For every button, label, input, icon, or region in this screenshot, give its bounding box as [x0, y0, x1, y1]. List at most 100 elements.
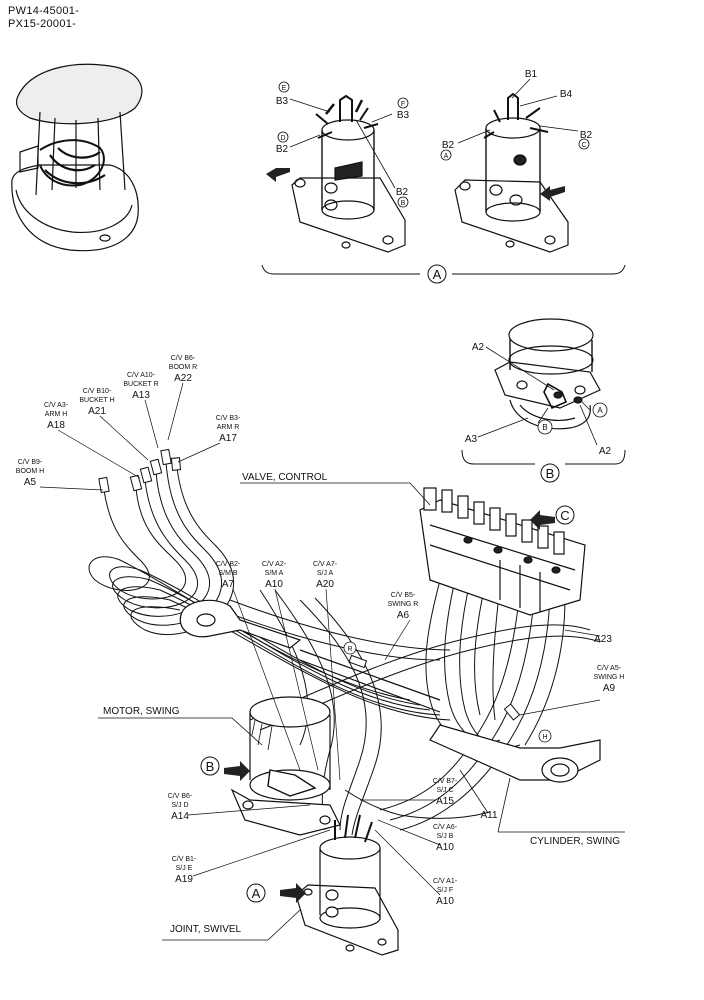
label-a3: A3 — [465, 434, 478, 445]
port-label-b: B — [401, 200, 406, 207]
view-a-leaders — [289, 78, 579, 189]
port-marker-view-b-a — [592, 402, 608, 418]
callout-code: A22 — [174, 373, 192, 384]
callout-a6: C/V B5- SWING R A6 — [388, 592, 419, 621]
callout-code: A6 — [397, 610, 410, 621]
port-marker-view-b-b — [537, 419, 553, 435]
port-marker-a — [440, 149, 452, 161]
callout-line2: ARM R — [217, 424, 240, 431]
view-b-arrow-marker — [200, 756, 220, 776]
view-a-arrow-marker — [246, 883, 266, 903]
callout-line2: S/J F — [437, 887, 453, 894]
port-label-c: C — [581, 142, 586, 149]
callout-line1: C/V A2- — [262, 561, 287, 568]
callout-a14: C/V B6- S/J D A14 — [168, 793, 193, 822]
port-label-view-b-a: A — [597, 406, 603, 415]
port-label-e: E — [282, 85, 287, 92]
callout-code: A15 — [436, 796, 454, 807]
port-marker-b — [397, 196, 409, 208]
callout-code: A7 — [222, 579, 235, 590]
view-c-letter: C — [560, 508, 569, 523]
swing-cylinder — [179, 599, 601, 783]
swivel-joint — [295, 814, 399, 956]
callout-a5: C/V B9- BOOM H A5 — [16, 459, 44, 488]
label-b2-c: B2 — [580, 130, 593, 141]
callout-code: A9 — [603, 683, 616, 694]
label-b2-bottom: B2 — [396, 187, 409, 198]
label-motor-swing: MOTOR, SWING — [103, 706, 180, 717]
view-a-arrow-letter: A — [252, 886, 261, 901]
callout-code: A20 — [316, 579, 334, 590]
callout-line1: C/V A3- — [44, 402, 69, 409]
callout-a20: C/V A7- S/J A A20 — [313, 561, 338, 590]
callout-line2: S/J E — [176, 865, 193, 872]
callout-leaders — [39, 382, 601, 896]
callout-line1: C/V A6- — [433, 824, 458, 831]
label-b1: B1 — [525, 69, 538, 80]
callout-line2: BOOM H — [16, 468, 44, 475]
control-valve — [419, 487, 586, 616]
callout-code: A14 — [171, 811, 189, 822]
label-a23: A23 — [594, 634, 612, 645]
callout-a7: C/V B2-S/M BA7 — [216, 561, 241, 590]
callout-code: A5 — [24, 477, 37, 488]
view-b-bracket — [461, 449, 626, 465]
callout-line2: S/J A — [317, 570, 334, 577]
label-b2-left: B2 — [276, 144, 289, 155]
callout-line1: C/V B7- — [433, 778, 458, 785]
callout-code: A18 — [47, 420, 65, 431]
callout-code: A13 — [132, 390, 150, 401]
callout-a9: C/V A5- SWING H A9 — [594, 665, 625, 694]
view-c-marker — [555, 505, 575, 525]
callout-line1: C/V B1- — [172, 856, 197, 863]
callout-line2: S/J D — [171, 802, 188, 809]
callout-line1: C/V B3- — [216, 415, 241, 422]
port-marker-c — [578, 138, 590, 150]
flow-arrow-c — [530, 510, 555, 530]
callout-line1: C/V B6- — [168, 793, 193, 800]
port-label-view-b-b: B — [542, 423, 547, 432]
callout-code: A10 — [436, 896, 454, 907]
callout-a10-sjf: C/V A1- S/J F A10 — [433, 878, 458, 907]
callout-a18: C/V A3- ARM H A18 — [44, 402, 69, 431]
callout-line2: BUCKET R — [123, 381, 158, 388]
view-a-bracket — [261, 264, 626, 275]
callout-a19: C/V B1- S/J E A19 — [172, 856, 197, 885]
view-b-arrow-letter: B — [206, 759, 215, 774]
view-a-marker — [427, 264, 447, 284]
hose-label-r: R — [347, 646, 352, 653]
callout-line1: C/V A7- — [313, 561, 338, 568]
callout-line1: C/V B5- — [391, 592, 416, 599]
callout-code: A17 — [219, 433, 237, 444]
label-b2-a: B2 — [442, 140, 455, 151]
callout-code: A10 — [265, 579, 283, 590]
callout-code: A19 — [175, 874, 193, 885]
hose-marker-h — [538, 729, 552, 743]
port-label-f: F — [401, 101, 405, 108]
port-label-d: D — [280, 135, 285, 142]
callout-code: A10 — [436, 842, 454, 853]
callout-line1: C/V B6- — [171, 355, 196, 362]
label-b4: B4 — [560, 89, 573, 100]
model-code-2: PX15-20001- — [8, 18, 77, 30]
swing-motor — [230, 696, 341, 836]
machine-thumbnail — [11, 63, 143, 252]
port-marker-f — [397, 97, 409, 109]
callout-a17: C/V B3- ARM R A17 — [216, 415, 241, 444]
view-b-leaders — [477, 346, 598, 446]
callout-line2: ARM H — [45, 411, 68, 418]
model-code-1: PW14-45001- — [8, 5, 80, 17]
callout-line1: C/V A5- — [597, 665, 622, 672]
callout-line2: SWING H — [594, 674, 625, 681]
hose-marker-r — [343, 641, 357, 655]
label-a11: A11 — [480, 810, 497, 821]
callout-line2: SWING R — [388, 601, 419, 608]
callout-line1: C/V A1- — [433, 878, 458, 885]
callout-line2: BUCKET H — [79, 397, 114, 404]
hose-fittings — [98, 448, 521, 721]
callout-line1: C/V B9- — [18, 459, 43, 466]
